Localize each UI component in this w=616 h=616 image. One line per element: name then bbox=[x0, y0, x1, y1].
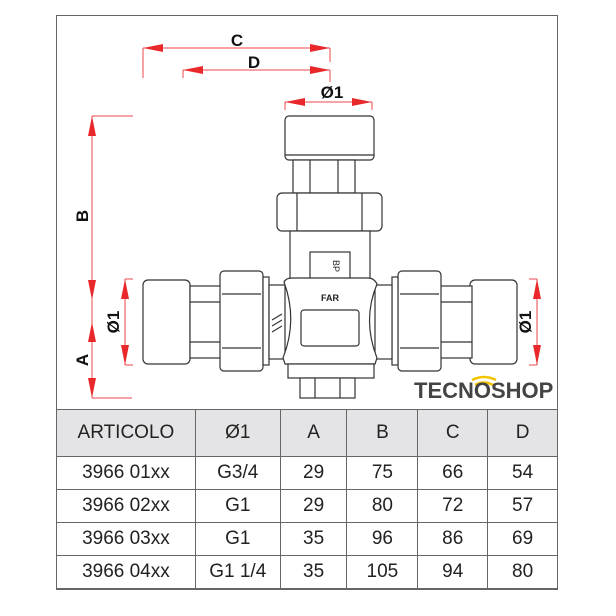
top-stem bbox=[292, 159, 356, 194]
dim-label-c: C bbox=[231, 31, 243, 50]
brand-mark: FAR bbox=[321, 293, 340, 303]
dim-label-phi-top: Ø1 bbox=[321, 83, 344, 102]
valve-outline bbox=[142, 115, 518, 399]
cell: 54 bbox=[487, 456, 558, 490]
header-phi1: Ø1 bbox=[194, 409, 281, 457]
body-label-plate bbox=[300, 309, 360, 347]
header-b: B bbox=[346, 409, 419, 457]
cell: G1 bbox=[194, 489, 281, 523]
left-ring bbox=[262, 276, 270, 366]
bp-tab bbox=[309, 251, 351, 280]
cell: 29 bbox=[279, 456, 348, 490]
drawing-frame bbox=[56, 15, 558, 590]
dim-label-a: A bbox=[73, 354, 92, 366]
header-c: C bbox=[417, 409, 489, 457]
left-nut bbox=[219, 270, 264, 372]
cell: 69 bbox=[487, 522, 558, 556]
dim-label-phi-right: Ø1 bbox=[516, 311, 535, 334]
cell: 57 bbox=[487, 489, 558, 523]
cell: 3966 03xx bbox=[56, 522, 196, 556]
cell: 35 bbox=[279, 522, 348, 556]
cell: G1 1/4 bbox=[194, 555, 281, 589]
right-ring bbox=[391, 276, 399, 366]
cell: 80 bbox=[346, 489, 419, 523]
dim-label-b: B bbox=[73, 210, 92, 222]
header-d: D bbox=[487, 409, 558, 457]
left-pipe bbox=[189, 285, 223, 359]
cell: 3966 02xx bbox=[56, 489, 196, 523]
top-cap bbox=[284, 115, 375, 161]
cell: 80 bbox=[487, 555, 558, 589]
cell: 94 bbox=[417, 555, 489, 589]
right-cap bbox=[469, 279, 518, 365]
cell: 75 bbox=[346, 456, 419, 490]
dimension-arrows bbox=[88, 44, 541, 398]
right-nut bbox=[397, 270, 442, 372]
cell: 3966 04xx bbox=[56, 555, 196, 589]
left-cap bbox=[142, 279, 191, 365]
dim-label-phi-left: Ø1 bbox=[104, 311, 123, 334]
cell: 72 bbox=[417, 489, 489, 523]
cell: 29 bbox=[279, 489, 348, 523]
bottom-nut bbox=[299, 377, 356, 399]
dim-label-d: D bbox=[248, 53, 260, 72]
cell: G1 bbox=[194, 522, 281, 556]
right-pipe bbox=[439, 285, 473, 359]
flow-arrow-icon bbox=[271, 313, 283, 333]
cell: 86 bbox=[417, 522, 489, 556]
cell: 3966 01xx bbox=[56, 456, 196, 490]
cell: G3/4 bbox=[194, 456, 281, 490]
tecnoshop-watermark: TECNOSHOP bbox=[414, 378, 554, 403]
tab-text: BP bbox=[331, 260, 341, 272]
cell: 105 bbox=[346, 555, 419, 589]
header-a: A bbox=[279, 409, 348, 457]
cell: 35 bbox=[279, 555, 348, 589]
cell: 66 bbox=[417, 456, 489, 490]
header-articolo: ARTICOLO bbox=[56, 409, 196, 457]
table-header-row: ARTICOLO Ø1 A B C D bbox=[56, 409, 558, 457]
cell: 96 bbox=[346, 522, 419, 556]
top-nut bbox=[276, 192, 383, 232]
